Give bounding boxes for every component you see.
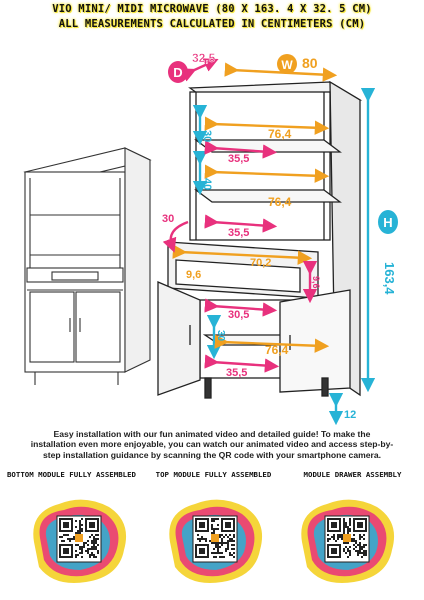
- lower-width: 76,4: [265, 343, 289, 357]
- shelf-width-1: 76,4: [268, 127, 292, 141]
- width-letter: W: [281, 58, 293, 72]
- qr-code-top-module[interactable]: [160, 492, 270, 587]
- installation-caption: Easy installation with our fun animated …: [30, 429, 394, 460]
- header-line-1: VIO MINI/ MIDI MICROWAVE (80 X 163. 4 X …: [52, 3, 372, 15]
- shelf-depth-1: 35,5: [228, 153, 249, 165]
- lower-depth: 30,5: [228, 309, 249, 321]
- height-badge: [378, 210, 398, 234]
- qr-code-bottom-module[interactable]: [24, 492, 134, 587]
- shelf-width-2: 76,4: [268, 195, 292, 209]
- shelf-gap-1: 30: [201, 130, 213, 142]
- drawer-height: 9,6: [311, 276, 321, 289]
- qr-pattern: [195, 518, 235, 558]
- drawer-width: 70,2: [250, 257, 271, 269]
- lower-gap: 30: [215, 330, 226, 342]
- width-value: 80: [302, 55, 318, 71]
- qr-pattern: [327, 518, 367, 558]
- depth-value: 32,5: [192, 51, 216, 65]
- depth-badge: [168, 61, 188, 83]
- dimension-arrows: [162, 58, 376, 425]
- height-value: 163,4: [382, 262, 397, 295]
- cabinet-diagram: D 32,5 W 80 H 163,4 30 40 76,4 76,4 35,5…: [23, 51, 398, 425]
- depth-letter: D: [173, 65, 182, 80]
- header-line-2: ALL MEASUREMENTS CALCULATED IN CENTIMETE…: [58, 18, 366, 30]
- leg-height: 12: [344, 409, 356, 421]
- main-cabinet: [157, 80, 363, 399]
- shelf-depth-2: 35,5: [228, 227, 249, 239]
- height-letter: H: [383, 215, 392, 230]
- qr-label-bottom-module: BOTTOM MODULE FULLY ASSEMBLED: [6, 470, 137, 479]
- qr-label-top-module: TOP MODULE FULLY ASSEMBLED: [155, 470, 272, 479]
- qr-code-drawer-assembly[interactable]: [292, 492, 402, 587]
- shelf-gap-2: 40: [201, 178, 213, 190]
- lower-shelf-depth: 35,5: [226, 367, 247, 379]
- side-depth: 30: [162, 213, 174, 225]
- reference-cabinet: [23, 147, 152, 385]
- drawer-front: 9,6: [186, 269, 201, 281]
- qr-pattern: [59, 518, 99, 558]
- width-badge: [277, 54, 297, 74]
- qr-label-drawer-assembly: MODULE DRAWER ASSEMBLY: [303, 470, 402, 479]
